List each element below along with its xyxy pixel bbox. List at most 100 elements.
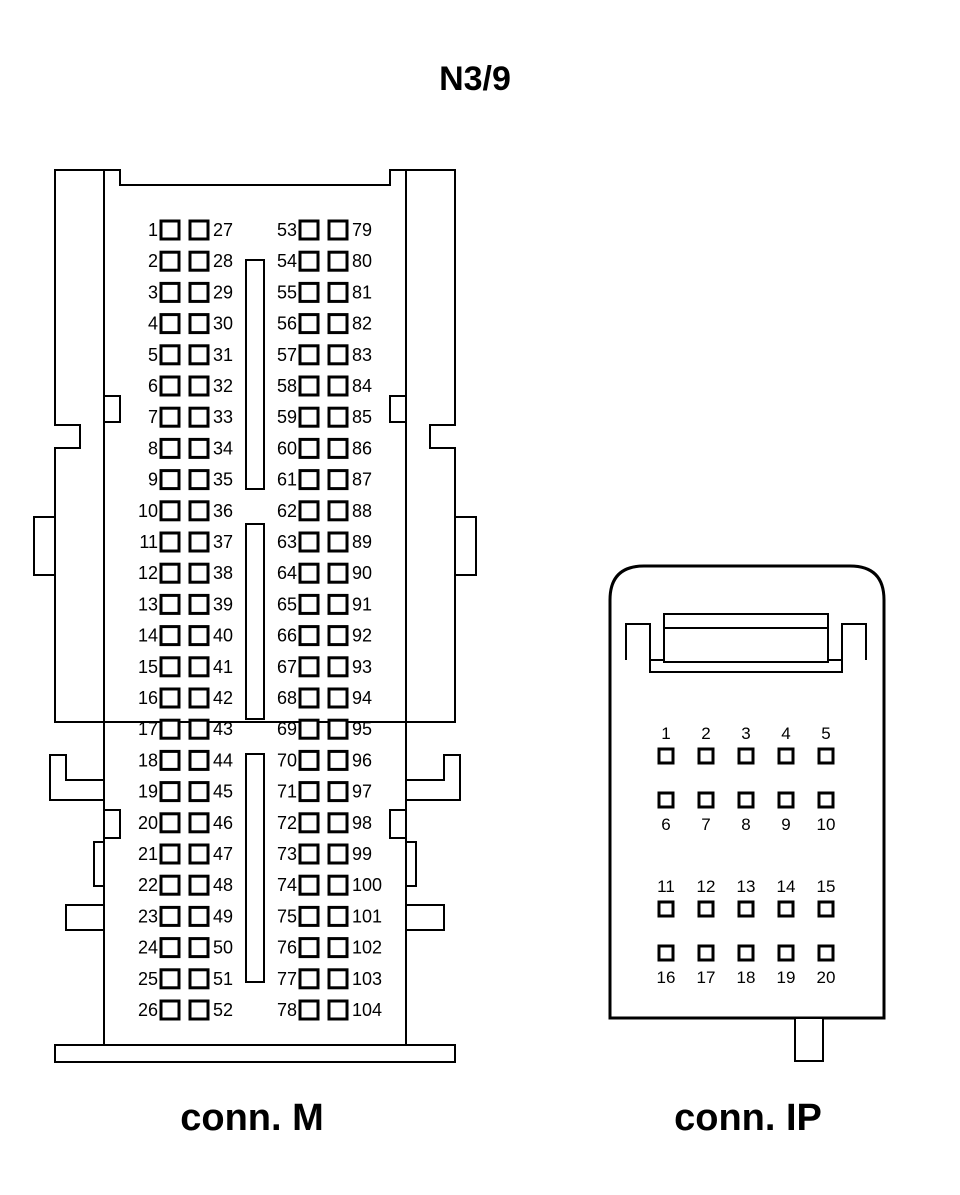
- connector-m-pin-19: [159, 781, 181, 803]
- connector-m-pin-103: [327, 968, 349, 990]
- connector-ip-pin-label: 2: [701, 724, 710, 743]
- connector-ip-key-right: [841, 623, 867, 660]
- connector-ip-pin-label: 12: [697, 877, 716, 896]
- connector-m-pin-43: [188, 718, 210, 740]
- connector-m-pin-42: [188, 687, 210, 709]
- connector-m-pin-label: 73: [277, 844, 297, 864]
- connector-m-pin-71: [298, 781, 320, 803]
- connector-m-pin-label: 31: [213, 345, 233, 365]
- connector-m-pin-label: 93: [352, 657, 372, 677]
- connector-m-pin-label: 1: [148, 220, 158, 240]
- connector-m-pin-label: 6: [148, 376, 158, 396]
- connector-m-pin-102: [327, 937, 349, 959]
- connector-m-pin-97: [327, 781, 349, 803]
- connector-m-left-wall: [54, 169, 105, 723]
- connector-m-pin-13: [159, 593, 181, 615]
- connector-m-pin-label: 27: [213, 220, 233, 240]
- connector-m-pin-label: 61: [277, 470, 297, 490]
- connector-m-pin-label: 56: [277, 314, 297, 334]
- connector-m-pin-83: [327, 344, 349, 366]
- connector-m-pin-60: [298, 437, 320, 459]
- connector-m-pin-label: 64: [277, 563, 297, 583]
- connector-m-pin-label: 69: [277, 719, 297, 739]
- connector-m-base-plate: [54, 1044, 456, 1063]
- connector-m-pin-44: [188, 749, 210, 771]
- connector-m-pin-label: 95: [352, 719, 372, 739]
- connector-m-pin-label: 77: [277, 969, 297, 989]
- connector-m-pin-11: [159, 531, 181, 553]
- connector-m-lower-left-flange: [49, 754, 105, 1045]
- connector-ip-latch: [663, 613, 829, 663]
- connector-ip-pin-1: [657, 747, 675, 765]
- connector-m-pin-2: [159, 250, 181, 272]
- connector-m-pin-label: 76: [277, 938, 297, 958]
- connector-m-pin-label: 103: [352, 969, 382, 989]
- connector-m-pin-73: [298, 843, 320, 865]
- connector-m-latch-left: [33, 516, 56, 576]
- connector-m-pin-31: [188, 344, 210, 366]
- connector-m-pin-25: [159, 968, 181, 990]
- connector-m-pin-100: [327, 874, 349, 896]
- connector-m-pin-46: [188, 812, 210, 834]
- connector-m-pin-label: 2: [148, 251, 158, 271]
- connector-m-pin-93: [327, 656, 349, 678]
- connector-m-pin-74: [298, 874, 320, 896]
- connector-m-pin-24: [159, 937, 181, 959]
- connector-ip-pin-13: [737, 900, 755, 918]
- connector-m-pin-label: 28: [213, 251, 233, 271]
- connector-m-pin-4: [159, 313, 181, 335]
- connector-m-pin-65: [298, 593, 320, 615]
- connector-m-pin-label: 38: [213, 563, 233, 583]
- connector-m-pin-48: [188, 874, 210, 896]
- connector-m-pin-label: 47: [213, 844, 233, 864]
- connector-ip-pin-label: 20: [817, 968, 836, 987]
- connector-m-pin-14: [159, 625, 181, 647]
- connector-m-pin-label: 46: [213, 813, 233, 833]
- connector-m-pin-label: 85: [352, 407, 372, 427]
- connector-m-pin-54: [298, 250, 320, 272]
- connector-m-pin-label: 54: [277, 251, 297, 271]
- connector-m-pin-label: 26: [138, 1000, 158, 1020]
- connector-m-pin-label: 24: [138, 938, 158, 958]
- connector-m-pin-99: [327, 843, 349, 865]
- connector-m-pin-label: 45: [213, 782, 233, 802]
- connector-m-pin-label: 88: [352, 501, 372, 521]
- connector-m-pin-77: [298, 968, 320, 990]
- connector-m-pins: 1234567891011121314151617181920212223242…: [138, 219, 382, 1021]
- connector-m-pin-label: 25: [138, 969, 158, 989]
- connector-ip-caption: conn. IP: [674, 1097, 822, 1139]
- connector-m-pin-label: 66: [277, 626, 297, 646]
- connector-m-pin-label: 22: [138, 875, 158, 895]
- connector-m-pin-33: [188, 406, 210, 428]
- connector-m-pin-label: 101: [352, 906, 382, 926]
- connector-ip-pin-10: [817, 791, 835, 809]
- connector-m-tab: [389, 809, 407, 839]
- connector-ip-peg: [794, 1017, 824, 1062]
- connector-m-pin-label: 8: [148, 438, 158, 458]
- connector-m-pin-37: [188, 531, 210, 553]
- diagram-title: N3/9: [439, 60, 511, 98]
- connector-ip-pin-6: [657, 791, 675, 809]
- connector-m-pin-58: [298, 375, 320, 397]
- connector-m-pin-label: 29: [213, 282, 233, 302]
- connector-m-pin-label: 71: [277, 782, 297, 802]
- connector-ip-pin-20: [817, 944, 835, 962]
- connector-m-pin-56: [298, 313, 320, 335]
- connector-m-pin-label: 49: [213, 906, 233, 926]
- connector-m-pin-35: [188, 469, 210, 491]
- connector-m-pin-82: [327, 313, 349, 335]
- connector-m-pin-label: 20: [138, 813, 158, 833]
- connector-ip-pin-label: 18: [737, 968, 756, 987]
- connector-m-pin-80: [327, 250, 349, 272]
- connector-m-pin-label: 39: [213, 594, 233, 614]
- connector-m-pin-label: 7: [148, 407, 158, 427]
- connector-ip-pin-3: [737, 747, 755, 765]
- connector-m-pin-label: 72: [277, 813, 297, 833]
- connector-m-pin-53: [298, 219, 320, 241]
- connector-m-pin-36: [188, 500, 210, 522]
- connector-m-pin-84: [327, 375, 349, 397]
- connector-m-pin-62: [298, 500, 320, 522]
- connector-ip-pin-label: 3: [741, 724, 750, 743]
- connector-m-pin-label: 55: [277, 282, 297, 302]
